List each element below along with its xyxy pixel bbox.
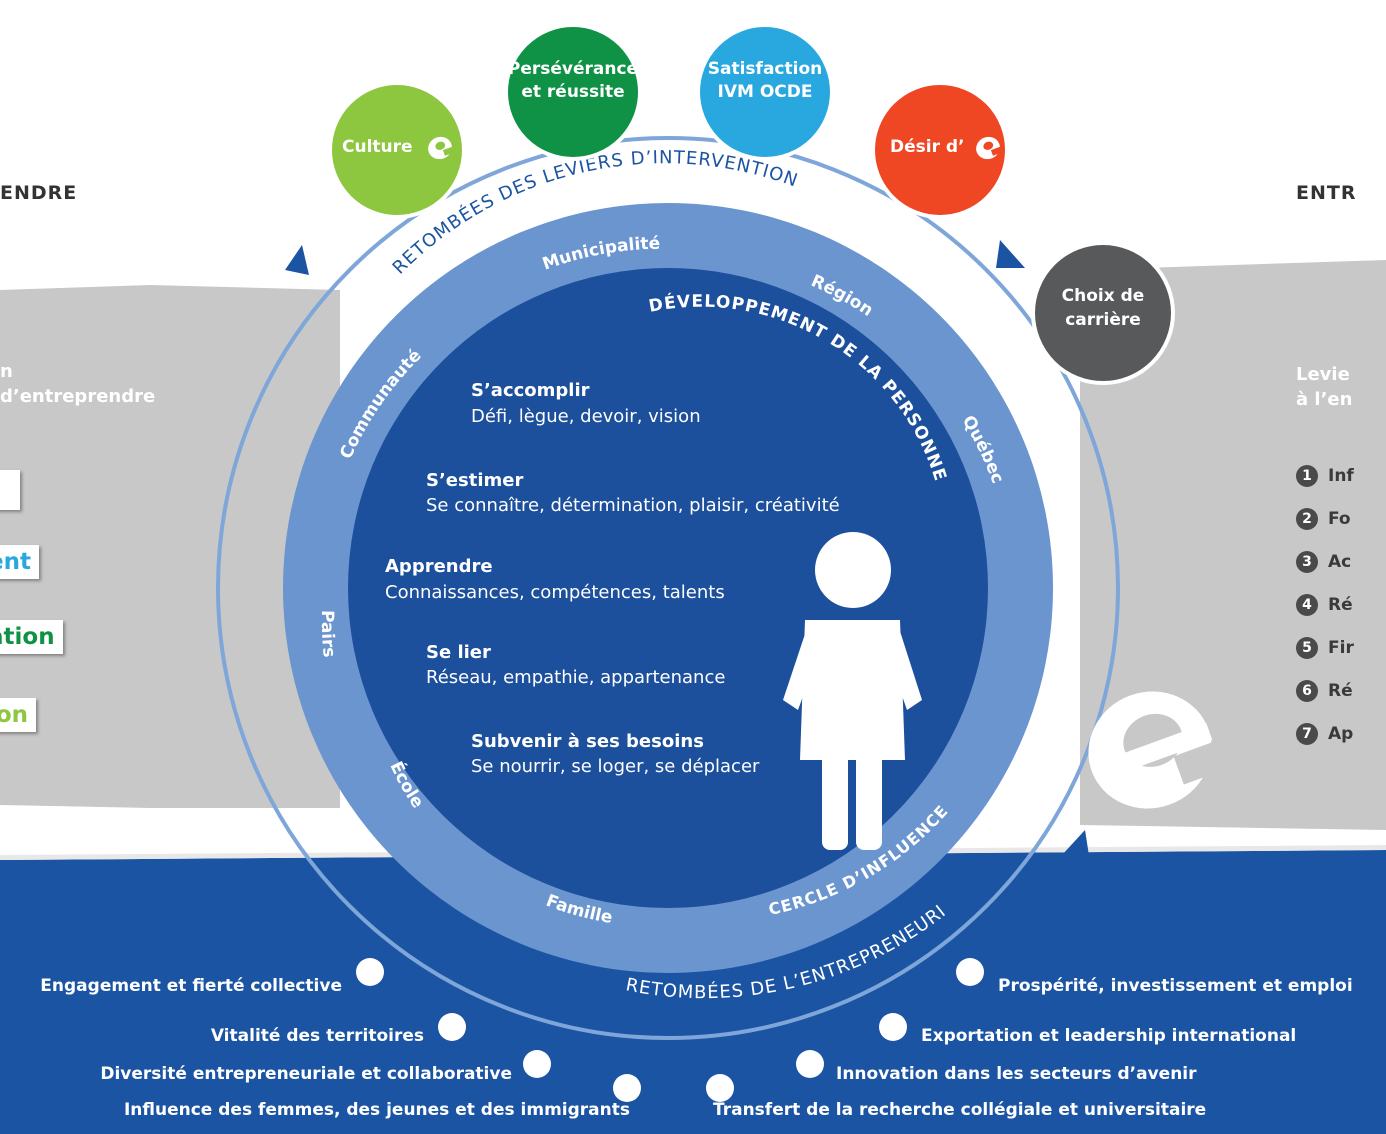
bubble-perseverance-line2: et réussite <box>521 82 625 102</box>
need-subvenir-desc: Se nourrir, se loger, se déplacer <box>471 756 760 777</box>
need-estimer-desc: Se connaître, détermination, plaisir, cr… <box>426 495 840 516</box>
dot-exportation <box>879 1013 907 1041</box>
lever-number-6: 6 <box>1296 680 1318 702</box>
outcome-prosperite: Prospérité, investissement et emploi <box>998 976 1353 996</box>
dot-innovation <box>796 1050 824 1078</box>
need-accomplir-title: S’accomplir <box>471 380 590 401</box>
e-icon-culture <box>428 136 456 160</box>
bubble-satisfaction <box>696 23 834 161</box>
bubble-culture <box>328 81 466 219</box>
outcome-transfert: Transfert de la recherche collégiale et … <box>713 1100 1207 1120</box>
lever-label-5: Fir <box>1328 638 1354 658</box>
need-apprendre-title: Apprendre <box>385 556 493 577</box>
bubble-satisfaction-line2: IVM OCDE <box>717 82 813 102</box>
arrow-upper-right <box>996 240 1025 268</box>
lever-number-1: 1 <box>1296 465 1318 487</box>
lever-label-3: Ac <box>1328 552 1352 572</box>
dot-diversite <box>523 1050 551 1078</box>
lever-label-6: Ré <box>1328 681 1353 701</box>
need-estimer-title: S’estimer <box>426 470 524 491</box>
lever-6: 6 Ré <box>1296 680 1353 702</box>
right-panel-text-2: à l’en <box>1296 389 1353 410</box>
lever-7: 7 Ap <box>1296 723 1353 745</box>
left-panel-text-1: n <box>0 361 13 382</box>
lever-number-3: 3 <box>1296 551 1318 573</box>
bubble-satisfaction-line1: Satisfaction <box>707 59 823 79</box>
lever-4: 4 Ré <box>1296 594 1353 616</box>
outcome-vitalite: Vitalité des territoires <box>210 1026 424 1046</box>
left-tag-2: ent <box>0 545 39 579</box>
bubble-culture-label: Culture <box>342 137 413 157</box>
arrow-upper-left <box>285 245 309 275</box>
lever-label-7: Ap <box>1328 724 1354 744</box>
outcome-influence: Influence des femmes, des jeunes et des … <box>123 1100 630 1120</box>
bubble-choix <box>1031 241 1175 385</box>
left-gray-band <box>0 285 340 808</box>
lever-5: 5 Fir <box>1296 637 1354 659</box>
lever-label-4: Ré <box>1328 595 1353 615</box>
right-panel-text-1: Levie <box>1296 364 1350 385</box>
bubble-choix-line2: carrière <box>1065 310 1141 330</box>
dot-engagement <box>356 958 384 986</box>
left-tag-4: ion <box>0 698 37 732</box>
need-subvenir-title: Subvenir à ses besoins <box>471 731 704 752</box>
lever-number-2: 2 <box>1296 508 1318 530</box>
lever-number-5: 5 <box>1296 637 1318 659</box>
left-tag-1 <box>0 470 20 510</box>
e-logo-large <box>1088 691 1229 809</box>
left-panel-title: ENDRE <box>0 182 78 204</box>
outcome-engagement: Engagement et fierté collective <box>40 976 342 996</box>
outcome-dots <box>356 958 984 1102</box>
person-icon <box>783 532 922 850</box>
need-accomplir-desc: Défi, lègue, devoir, vision <box>471 406 701 427</box>
arrow-lower-right <box>1062 830 1090 862</box>
lever-label-1: Inf <box>1328 466 1354 486</box>
bottom-blue-band <box>0 850 1386 1134</box>
bubble-choix-line1: Choix de <box>1061 286 1145 306</box>
orbit-ring <box>216 136 1120 1040</box>
e-icon-desir <box>976 136 1004 160</box>
lever-number-7: 7 <box>1296 723 1318 745</box>
bubble-desir <box>871 81 1009 219</box>
dot-prosperite <box>956 958 984 986</box>
dot-transfert <box>706 1074 734 1102</box>
left-panel-text-2: d’entreprendre <box>0 386 156 407</box>
left-tag-3: ation <box>0 620 63 654</box>
need-lier-desc: Réseau, empathie, appartenance <box>426 667 726 688</box>
outcome-diversite: Diversité entrepreneuriale et collaborat… <box>100 1064 512 1084</box>
right-panel-title: ENTR <box>1296 182 1357 204</box>
bubble-desir-label: Désir d’ <box>890 137 965 157</box>
lever-3: 3 Ac <box>1296 551 1351 573</box>
dot-vitalite <box>438 1013 466 1041</box>
lever-label-2: Fo <box>1328 509 1351 529</box>
ring-label-pairs: Pairs <box>317 610 339 658</box>
lever-1: 1 Inf <box>1296 465 1354 487</box>
need-apprendre-desc: Connaissances, compétences, talents <box>385 582 725 603</box>
lever-2: 2 Fo <box>1296 508 1351 530</box>
outcome-exportation: Exportation et leadership international <box>921 1026 1297 1046</box>
outcome-innovation: Innovation dans les secteurs d’avenir <box>836 1064 1197 1084</box>
dot-influence <box>613 1074 641 1102</box>
bubble-perseverance <box>504 23 642 161</box>
need-lier-title: Se lier <box>426 642 491 663</box>
bubble-perseverance-line1: Persévérance <box>507 59 639 79</box>
lever-number-4: 4 <box>1296 594 1318 616</box>
